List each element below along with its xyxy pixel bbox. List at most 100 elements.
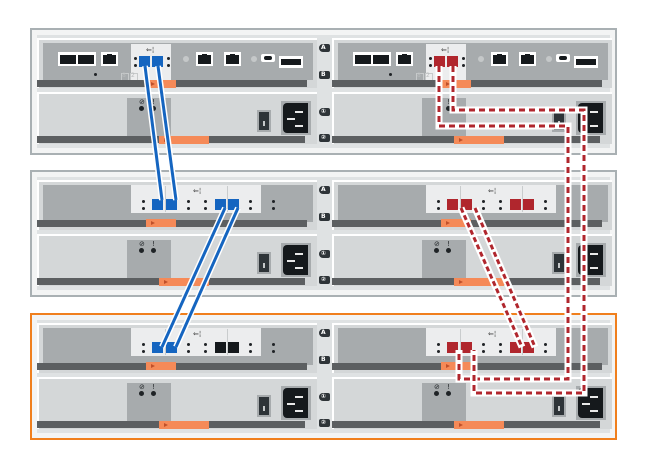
- seven-seg-digit: 2: [426, 72, 430, 79]
- seven-seg-digit: 8: [417, 72, 421, 79]
- power-pin: [590, 125, 598, 127]
- psu-power-led: [139, 106, 144, 111]
- release-latch[interactable]: [146, 80, 176, 88]
- power-pin: [590, 111, 598, 113]
- sas-port-3[interactable]: [510, 199, 521, 210]
- slot-label-psu-2: ②: [319, 134, 331, 142]
- power-switch[interactable]: [257, 252, 271, 274]
- ethernet-port[interactable]: [101, 52, 118, 66]
- release-latch[interactable]: [146, 362, 176, 370]
- mgmt-port-2[interactable]: [224, 52, 241, 66]
- psu-panel: [422, 98, 466, 140]
- sfp-port[interactable]: [353, 52, 391, 66]
- status-led: [251, 56, 257, 62]
- release-latch[interactable]: [146, 219, 176, 227]
- sas-port-4[interactable]: [228, 199, 239, 210]
- attention-symbol: !: [152, 383, 155, 391]
- sas-port-2[interactable]: [152, 56, 163, 67]
- power-pin: [590, 396, 598, 398]
- release-latch[interactable]: [454, 136, 504, 144]
- usb-port[interactable]: [279, 56, 303, 68]
- usb-port[interactable]: [574, 56, 598, 68]
- led-dots: [544, 343, 547, 353]
- iom-b: ⇐¦: [332, 323, 612, 373]
- release-latch[interactable]: [441, 219, 471, 227]
- power-inlet: [281, 243, 311, 277]
- power-inlet: [576, 243, 606, 277]
- release-latch[interactable]: [159, 136, 209, 144]
- mgmt-port-1[interactable]: [491, 52, 508, 66]
- release-latch[interactable]: [441, 80, 471, 88]
- psu-panel: [422, 383, 466, 425]
- psu-attention-led: [151, 106, 156, 111]
- led-dots: [167, 57, 170, 67]
- sas-port-2[interactable]: [447, 56, 458, 67]
- slot-label-psu-1: ①: [319, 108, 331, 116]
- sas-port-icon: ⇐¦: [193, 187, 202, 195]
- power-pin: [295, 267, 303, 269]
- slot-label-b: B: [319, 213, 330, 221]
- attention-symbol: !: [447, 383, 450, 391]
- release-latch[interactable]: [159, 278, 209, 286]
- power-pin: [295, 410, 303, 412]
- psu-power-led: [139, 248, 144, 253]
- power-switch[interactable]: [552, 110, 566, 132]
- sas-port-2[interactable]: [166, 342, 177, 353]
- power-inlet: [281, 101, 311, 135]
- release-latch[interactable]: [159, 421, 209, 429]
- led-dots: [567, 343, 570, 353]
- power-switch[interactable]: [257, 395, 271, 417]
- psu-panel: [127, 98, 171, 140]
- psu-panel: [422, 240, 466, 282]
- psu-power-led: [139, 391, 144, 396]
- sas-port-2[interactable]: [461, 342, 472, 353]
- psu-right: ⊘ !: [332, 234, 612, 286]
- power-switch[interactable]: [552, 395, 566, 417]
- status-led: [183, 56, 189, 62]
- sas-port-1[interactable]: [139, 56, 150, 67]
- sas-port-2[interactable]: [166, 199, 177, 210]
- mini-usb-port[interactable]: [261, 54, 275, 62]
- power-pin: [287, 260, 295, 262]
- mini-usb-port[interactable]: [556, 54, 570, 62]
- sas-port-4[interactable]: [523, 199, 534, 210]
- sas-port-1[interactable]: [447, 199, 458, 210]
- release-latch[interactable]: [454, 421, 504, 429]
- sas-port-icon: ⇐¦: [441, 46, 450, 54]
- psu-left: ⊘ !: [37, 92, 317, 144]
- ethernet-port[interactable]: [396, 52, 413, 66]
- sas-port-icon: ⇐¦: [193, 330, 202, 338]
- psu-attention-led: [446, 391, 451, 396]
- slot-label-psu-2: ②: [319, 419, 331, 427]
- release-latch[interactable]: [441, 362, 471, 370]
- led-dots: [204, 343, 207, 353]
- release-latch[interactable]: [454, 278, 504, 286]
- power-switch[interactable]: [552, 252, 566, 274]
- attention-symbol: !: [152, 98, 155, 106]
- sas-port-1[interactable]: [447, 342, 458, 353]
- controller-shelf: ⇐¦ 8 2 ⊘ ! A B ① ②: [30, 28, 617, 155]
- mgmt-port-1[interactable]: [196, 52, 213, 66]
- led-dots: [142, 343, 145, 353]
- led-dots: [437, 343, 440, 353]
- power-switch[interactable]: [257, 110, 271, 132]
- sas-port-1[interactable]: [152, 199, 163, 210]
- led-dots: [482, 343, 485, 353]
- sas-port-4[interactable]: [523, 342, 534, 353]
- sas-port-2[interactable]: [461, 199, 472, 210]
- led-dots: [249, 200, 252, 210]
- psu-power-led: [434, 248, 439, 253]
- power-symbol: ⊘: [139, 98, 145, 106]
- sas-port-3[interactable]: [215, 199, 226, 210]
- sas-port-3[interactable]: [510, 342, 521, 353]
- sfp-port[interactable]: [58, 52, 96, 66]
- led-dots: [142, 200, 145, 210]
- sas-port-4[interactable]: [228, 342, 239, 353]
- sas-port-1[interactable]: [434, 56, 445, 67]
- mgmt-port-2[interactable]: [519, 52, 536, 66]
- led-dots: [567, 200, 570, 210]
- sas-port-3[interactable]: [215, 342, 226, 353]
- attention-symbol: !: [152, 240, 155, 248]
- sas-port-1[interactable]: [152, 342, 163, 353]
- psu-panel: [127, 383, 171, 425]
